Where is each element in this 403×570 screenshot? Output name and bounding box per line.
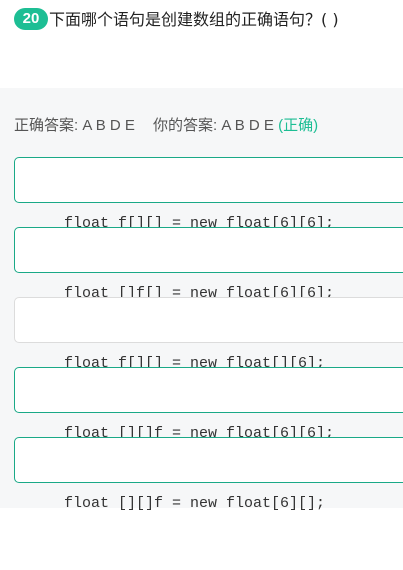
option-e[interactable]: float [][]f = new float[6][]; bbox=[14, 437, 403, 512]
option-d[interactable]: float [][]f = new float[6][6]; bbox=[14, 367, 403, 442]
answer-panel: 正确答案: A B D E 你的答案: A B D E (正确) float f… bbox=[0, 88, 403, 512]
question-text: 下面哪个语句是创建数组的正确语句？( ) bbox=[49, 10, 339, 29]
correct-answer-label: 正确答案: bbox=[14, 117, 79, 134]
question-header: 20 下面哪个语句是创建数组的正确语句？( ) bbox=[0, 0, 403, 88]
answer-summary: 正确答案: A B D E 你的答案: A B D E (正确) bbox=[14, 114, 318, 135]
question-number-badge: 20 bbox=[14, 8, 48, 30]
correct-answer-value: A B D E bbox=[82, 117, 135, 134]
option-c[interactable]: float f[][] = new float[][6]; bbox=[14, 297, 403, 372]
your-answer-value: A B D E bbox=[221, 117, 274, 134]
option-b[interactable]: float []f[] = new float[6][6]; bbox=[14, 227, 403, 302]
option-a[interactable]: float f[][] = new float[6][6]; bbox=[14, 157, 403, 232]
option-e-code: float [][]f = new float[6][]; bbox=[64, 495, 326, 512]
result-status: (正确) bbox=[278, 117, 319, 134]
your-answer-label: 你的答案: bbox=[153, 117, 218, 134]
